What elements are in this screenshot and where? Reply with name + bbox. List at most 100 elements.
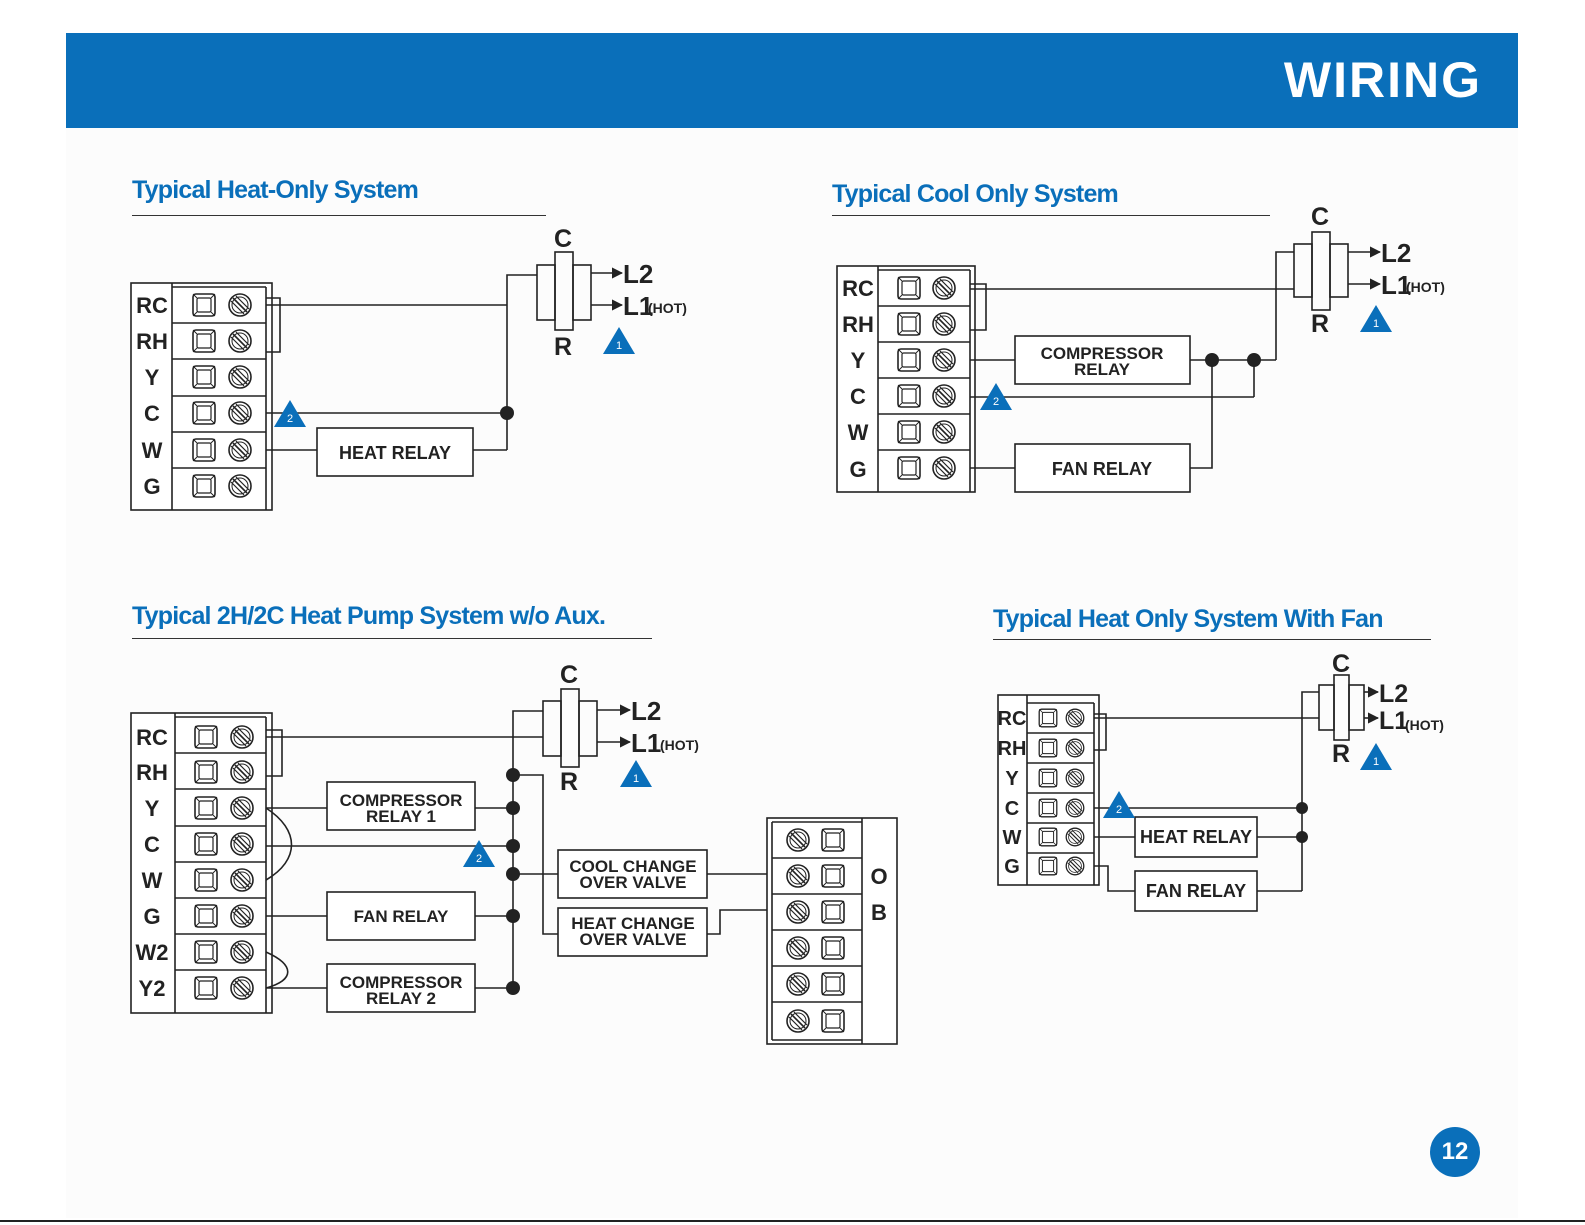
svg-text:2: 2	[993, 396, 999, 408]
transformer-c-label: C	[1332, 650, 1350, 678]
transformer-c-label: C	[560, 661, 578, 689]
bottom-border	[0, 1220, 1585, 1222]
l2-label: L2	[1381, 238, 1411, 268]
terminal-label: Y	[1005, 768, 1019, 790]
blue-triangle-warning-icon: 1	[1360, 305, 1392, 332]
fan-relay-label: FAN RELAY	[1052, 459, 1152, 479]
heat-relay-label: HEAT RELAY	[1140, 827, 1252, 847]
svg-text:1: 1	[1373, 756, 1379, 768]
heat-changeover-valve-label: HEAT CHANGE	[571, 914, 694, 933]
fan-relay-label: FAN RELAY	[1146, 881, 1246, 901]
junction-dot-icon	[500, 406, 514, 420]
terminal-label: Y	[851, 348, 866, 373]
heat-changeover-valve-label-2: OVER VALVE	[579, 930, 686, 949]
cool-only-diagram	[836, 231, 1382, 493]
terminal-label: Y2	[139, 976, 166, 1001]
terminal-label: G	[143, 474, 160, 499]
terminal-label: RC	[136, 293, 168, 318]
heat-only-diagram	[130, 251, 624, 511]
blue-triangle-warning-icon: 2	[1103, 791, 1135, 818]
terminal-label: W	[142, 868, 163, 893]
l1-label: L1	[1379, 707, 1408, 735]
blue-triangle-warning-icon: 1	[1360, 743, 1392, 770]
terminal-label: W	[142, 438, 163, 463]
page-number-badge: 12	[1430, 1127, 1480, 1177]
compressor-relay-2-label-2: RELAY 2	[366, 989, 436, 1008]
section-title-heat-only: Typical Heat-Only System	[132, 176, 419, 204]
blue-triangle-warning-icon: 2	[980, 383, 1012, 410]
transformer-r-label: R	[560, 768, 578, 796]
valve-terminal-o: O	[870, 864, 887, 889]
l1-label: L1	[631, 728, 661, 758]
junction-dot-icon	[1296, 802, 1308, 814]
fan-relay-label: FAN RELAY	[354, 907, 449, 926]
hot-label: (HOT)	[648, 300, 687, 316]
svg-text:2: 2	[476, 853, 482, 865]
section-title-heat-pump: Typical 2H/2C Heat Pump System w/o Aux.	[132, 602, 606, 630]
terminal-label: W2	[136, 940, 169, 965]
section-rule	[993, 639, 1431, 640]
section-title-heat-fan: Typical Heat Only System With Fan	[993, 605, 1383, 633]
junction-dot-icon	[506, 839, 520, 853]
terminal-label: C	[144, 832, 160, 857]
terminal-label: RC	[136, 725, 168, 750]
transformer-c-label: C	[1311, 203, 1329, 231]
terminal-label: RH	[842, 312, 874, 337]
section-rule	[132, 215, 546, 216]
l2-label: L2	[1379, 680, 1408, 708]
heat-pump-junctions	[506, 768, 520, 995]
terminal-label: W	[1003, 827, 1022, 849]
blue-triangle-warning-icon: 1	[620, 760, 652, 787]
terminal-label: G	[1004, 856, 1020, 878]
svg-text:2: 2	[1116, 804, 1122, 816]
blue-triangle-warning-icon: 2	[274, 400, 306, 427]
hot-label: (HOT)	[660, 737, 699, 753]
hot-label: (HOT)	[1405, 717, 1444, 733]
l2-label: L2	[623, 259, 653, 289]
transformer-r-label: R	[1332, 740, 1350, 768]
junction-dot-icon	[1247, 353, 1261, 367]
junction-dot-icon	[1296, 831, 1308, 843]
terminal-label: RC	[998, 708, 1027, 730]
terminal-label: C	[144, 401, 160, 426]
svg-text:1: 1	[616, 340, 622, 352]
transformer-r-label: R	[1311, 310, 1329, 338]
compressor-relay-label: COMPRESSOR	[1041, 344, 1164, 363]
terminal-label: RH	[136, 329, 168, 354]
svg-text:2: 2	[287, 413, 293, 425]
blue-triangle-warning-icon: 1	[603, 327, 635, 354]
terminal-label: W	[848, 420, 869, 445]
terminal-label: Y	[145, 365, 160, 390]
heat-relay-label: HEAT RELAY	[339, 443, 451, 463]
terminal-label: C	[1005, 798, 1019, 820]
compressor-relay-2-label: COMPRESSOR	[340, 973, 463, 992]
heat-pump-diagram	[130, 688, 898, 1045]
terminal-label: RC	[842, 276, 874, 301]
l1-label: L1	[1381, 270, 1411, 300]
transformer-c-label: C	[554, 225, 572, 253]
l2-label: L2	[631, 696, 661, 726]
terminal-label: G	[849, 457, 866, 482]
terminal-label: RH	[136, 760, 168, 785]
terminal-label: RH	[998, 738, 1027, 760]
junction-dot-icon	[506, 981, 520, 995]
cool-changeover-valve-label: COOL CHANGE	[569, 857, 696, 876]
blue-triangle-warning-icon: 2	[463, 840, 495, 867]
svg-text:1: 1	[633, 773, 639, 785]
l1-label: L1	[623, 291, 653, 321]
terminal-label: Y	[145, 796, 160, 821]
section-rule	[832, 215, 1270, 216]
junction-dot-icon	[1205, 353, 1219, 367]
compressor-relay-1-label: COMPRESSOR	[340, 791, 463, 810]
cool-changeover-valve-label-2: OVER VALVE	[579, 873, 686, 892]
junction-dot-icon	[506, 867, 520, 881]
page-title: WIRING	[1283, 52, 1482, 108]
section-title-cool-only: Typical Cool Only System	[832, 180, 1119, 208]
valve-terminal-b: B	[871, 900, 887, 925]
transformer-r-label: R	[554, 333, 572, 361]
compressor-relay-1-label-2: RELAY 1	[366, 807, 436, 826]
terminal-label: G	[143, 904, 160, 929]
section-rule	[132, 638, 652, 639]
